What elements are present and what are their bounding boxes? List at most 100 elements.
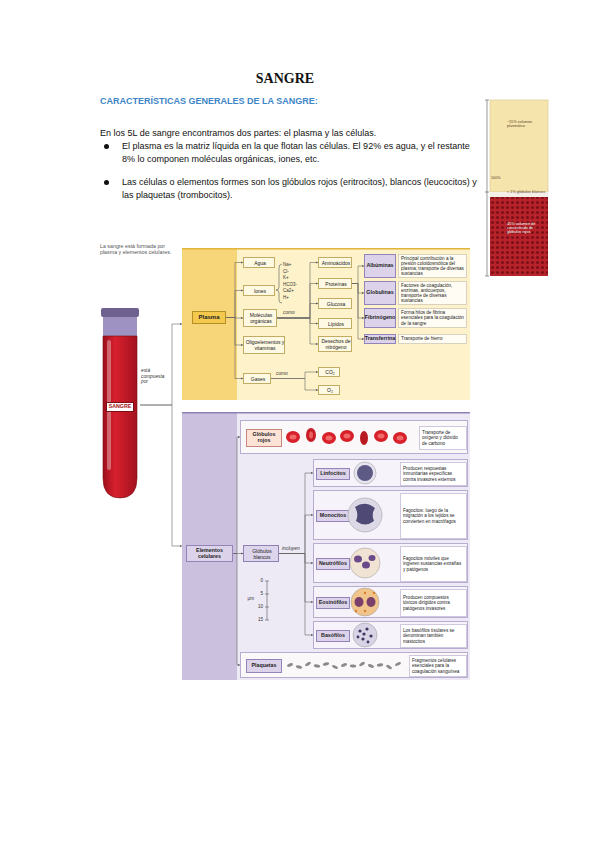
- molecule-box: Aminoácidos: [318, 257, 352, 268]
- ion-label: H+: [283, 295, 299, 301]
- connector-word: incluyen: [282, 546, 302, 552]
- scale-number: 5: [255, 591, 263, 597]
- figure-label: ~55% volumen plasmático: [507, 120, 547, 128]
- leukocyte-row: Neutrófilos Fagocitos móviles que ingiere…: [313, 543, 468, 583]
- component-box: Iones: [243, 285, 275, 296]
- component-box: Oligoelementos y vitaminas: [243, 336, 285, 354]
- protein-row: FibrinógenoForma hilos de fibrina esenci…: [364, 308, 467, 328]
- ion-label: Na+: [283, 262, 299, 268]
- scale-number: 0: [255, 578, 263, 584]
- protein-row: GlobulinasFactores de coagulación, enzim…: [364, 281, 467, 305]
- cell-name: Monocitos: [316, 510, 350, 522]
- box-label: CO₂: [319, 368, 341, 378]
- protein-function: Transporte de hierro: [398, 334, 467, 344]
- cell-row: Plaquetas Fragmentos celulares esenciales…: [240, 652, 468, 678]
- box-label: Glóbulos blancos: [244, 546, 280, 563]
- cell-name: Linfocitos: [316, 468, 350, 480]
- connector-word: está compuesta por: [141, 368, 170, 385]
- plasma-layer: [490, 100, 548, 192]
- box-label: Oligoelementos y vitaminas: [244, 337, 286, 355]
- bullet-text: El plasma es la matriz líquida en la que…: [122, 140, 484, 165]
- molecule-box: Desechos de nitrógeno: [318, 336, 352, 352]
- volume-ruler: [485, 100, 489, 276]
- ion-label: Ca2+: [283, 288, 299, 294]
- page-title: SANGRE: [200, 71, 370, 87]
- cell-function: Producen respuestas inmunitarias específ…: [400, 462, 467, 486]
- protein-name: Transferrina: [364, 334, 396, 344]
- panel-heading: Elementos celulares: [186, 545, 233, 562]
- cell-function: Transporte de oxígeno y dióxido de carbo…: [419, 426, 467, 450]
- ion-label: Cl-: [283, 269, 299, 275]
- protein-name: Albúminas: [364, 254, 396, 278]
- test-tube: [101, 308, 139, 498]
- molecule-box: Lípidos: [318, 318, 352, 329]
- gas-box: O₂: [318, 385, 340, 395]
- box-label: Moléculas orgánicas: [244, 310, 278, 328]
- plasma-panel: Plasma AguaIonesMoléculas orgánicasOligoe…: [182, 248, 470, 400]
- cell-function: Los basófilos tisulares se denominan tam…: [400, 624, 467, 648]
- component-box: Moléculas orgánicas: [243, 309, 277, 327]
- bullet-text: Las células o elementos formes son los g…: [122, 176, 484, 201]
- protein-function: Principal contribución a la presión colo…: [398, 254, 467, 278]
- protein-function: Factores de coagulación, enzimas, anticu…: [398, 281, 467, 305]
- connector-word: como: [276, 371, 302, 377]
- red-cell-layer: [490, 197, 548, 276]
- protein-row: TransferrinaTransporte de hierro: [364, 334, 467, 344]
- leukocyte-row: Monocitos Fagocitos: luego de la migració…: [313, 490, 468, 540]
- figure-label: 45% volumen de concentrado de glóbulos r…: [507, 222, 547, 235]
- box-label: Lípidos: [319, 319, 353, 330]
- cell-name: Plaquetas: [246, 659, 282, 673]
- scale-unit: μm: [244, 596, 254, 602]
- connector-word: como: [283, 310, 307, 316]
- cell-name: Basófilos: [316, 630, 350, 642]
- leukocyte-row: Linfocitos Producen respuestas inmunitari…: [313, 459, 468, 487]
- ion-label: HCO3-: [283, 282, 299, 288]
- box-label: Proteínas: [319, 279, 353, 290]
- box-label: Gases: [244, 374, 272, 385]
- leukocyte-row: Eosinófilos Producen compuestos tóxicos d…: [313, 586, 468, 618]
- leukocyte-row: Basófilos Los basófilos tisulares se deno…: [313, 621, 468, 649]
- tube-body: [103, 336, 137, 498]
- figure-label: < 1% glóbulos blancos: [507, 190, 547, 194]
- protein-function: Forma hilos de fibrina esenciales para l…: [398, 308, 467, 328]
- cell-function: Fagocitos móviles que ingieren sustancia…: [400, 546, 467, 582]
- tube-cap: [103, 317, 137, 336]
- component-box: Gases: [243, 373, 271, 384]
- cell-function: Fagocitos: luego de la migración a los t…: [400, 493, 467, 539]
- connector: [140, 324, 182, 405]
- section-heading: CARACTERÍSTICAS GENERALES DE LA SANGRE:: [100, 96, 490, 106]
- box-label: Agua: [244, 258, 276, 269]
- tube-label: SANGRE: [106, 402, 134, 412]
- gas-box: CO₂: [318, 367, 340, 377]
- panel-heading: Plasma: [192, 311, 226, 324]
- centrifuged-blood-column: [485, 100, 548, 276]
- box-label: Glucosa: [319, 299, 353, 310]
- protein-name: Globulinas: [364, 281, 396, 305]
- bullet-dot: [104, 144, 109, 149]
- figure-caption: La sangre está formada por plasma y elem…: [100, 243, 182, 255]
- cell-function: Producen compuestos tóxicos dirigidos co…: [400, 589, 467, 617]
- molecule-box: Proteínas: [318, 278, 352, 289]
- body-text: En los 5L de sangre encontramos dos part…: [100, 127, 485, 140]
- box-label: Desechos de nitrógeno: [319, 337, 353, 353]
- cell-name: Neutrófilos: [316, 558, 350, 570]
- connector: [140, 405, 182, 546]
- protein-row: AlbúminasPrincipal contribución a la pre…: [364, 254, 467, 278]
- scale-number: 10: [255, 604, 263, 610]
- protein-name: Fibrinógeno: [364, 308, 396, 328]
- component-box: Agua: [243, 257, 275, 268]
- cell-name: Glóbulos rojos: [246, 429, 282, 447]
- cells-panel: Elementos celulares Glóbulos rojos Transpo…: [182, 412, 470, 680]
- scale-number: 15: [255, 617, 263, 623]
- molecule-box: Glucosa: [318, 298, 352, 309]
- bullet-dot: [104, 180, 109, 185]
- box-label: Iones: [244, 286, 276, 297]
- cell-row: Glóbulos rojos Transporte de oxígeno y di…: [240, 420, 468, 454]
- box-label: Aminoácidos: [319, 258, 353, 269]
- cell-function: Fragmentos celulares esenciales para la …: [409, 655, 467, 677]
- box-label: O₂: [319, 386, 341, 396]
- figure-label: 100%: [491, 176, 507, 180]
- cell-group-box: Glóbulos blancos: [243, 545, 279, 562]
- cell-name: Eosinófilos: [316, 597, 350, 609]
